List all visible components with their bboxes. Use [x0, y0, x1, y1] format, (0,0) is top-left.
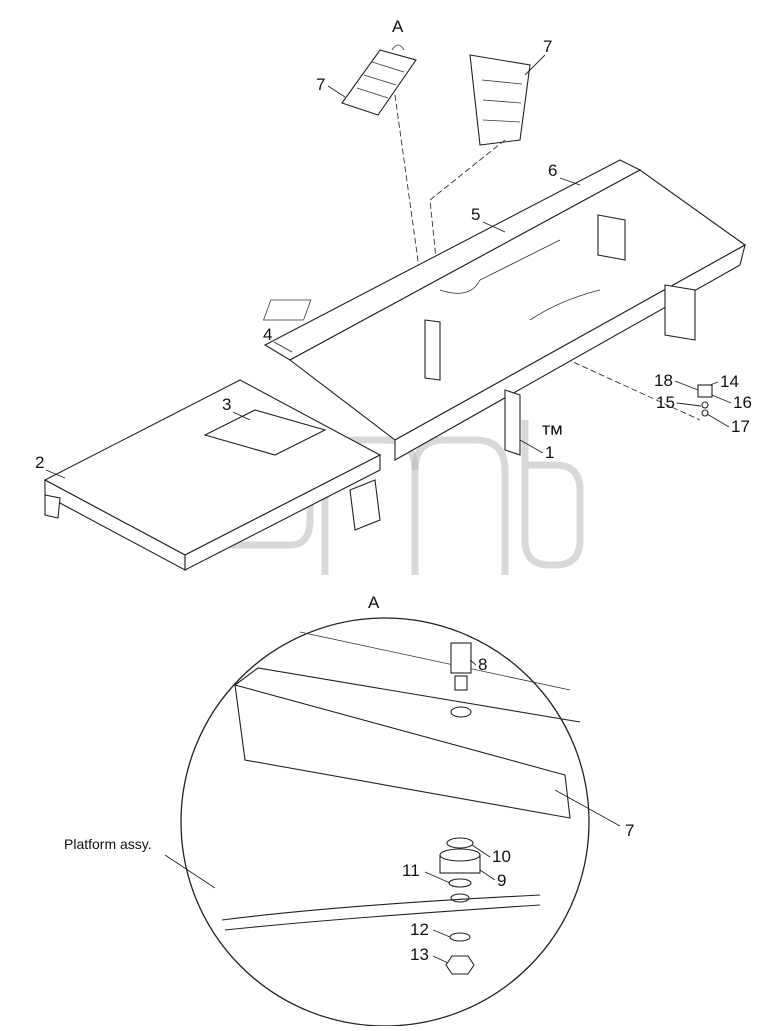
detail-stack — [439, 837, 481, 975]
support-legs — [424, 214, 696, 456]
callout-5: 5 — [471, 205, 480, 224]
detail-ladder-beam — [234, 631, 581, 819]
lower-platform — [43, 379, 382, 571]
callout-17: 17 — [731, 417, 750, 436]
callout-10: 10 — [492, 847, 511, 866]
watermark-tm: ™ — [540, 421, 564, 448]
callout-4: 4 — [263, 325, 272, 344]
callout-7: 7 — [543, 37, 552, 56]
callout-7: 7 — [625, 821, 634, 840]
view-label-a-detail: A — [368, 593, 380, 612]
callout-16: 16 — [733, 393, 752, 412]
callout-1: 1 — [545, 443, 554, 462]
callout-18: 18 — [654, 371, 673, 390]
ladder-left — [341, 44, 417, 116]
callout-2: 2 — [35, 453, 44, 472]
view-label-a: A — [392, 17, 404, 36]
callout-12: 12 — [410, 920, 429, 939]
callout-3: 3 — [222, 395, 231, 414]
callout-6: 6 — [548, 161, 557, 180]
callout-7: 7 — [316, 75, 325, 94]
detail-platform-section — [221, 894, 541, 931]
callout-15: 15 — [656, 393, 675, 412]
callout-14: 14 — [720, 372, 739, 391]
detail-bolt — [450, 642, 472, 718]
fastener-cluster — [697, 384, 713, 417]
callout-11: 11 — [402, 861, 420, 880]
ladder-right — [469, 54, 531, 146]
alignment-line — [394, 94, 421, 276]
callout-13: 13 — [410, 945, 429, 964]
upper-platform — [262, 159, 747, 461]
callout-8: 8 — [478, 655, 487, 674]
platform-assy-label: Platform assy. — [64, 836, 152, 852]
callout-9: 9 — [497, 871, 506, 890]
